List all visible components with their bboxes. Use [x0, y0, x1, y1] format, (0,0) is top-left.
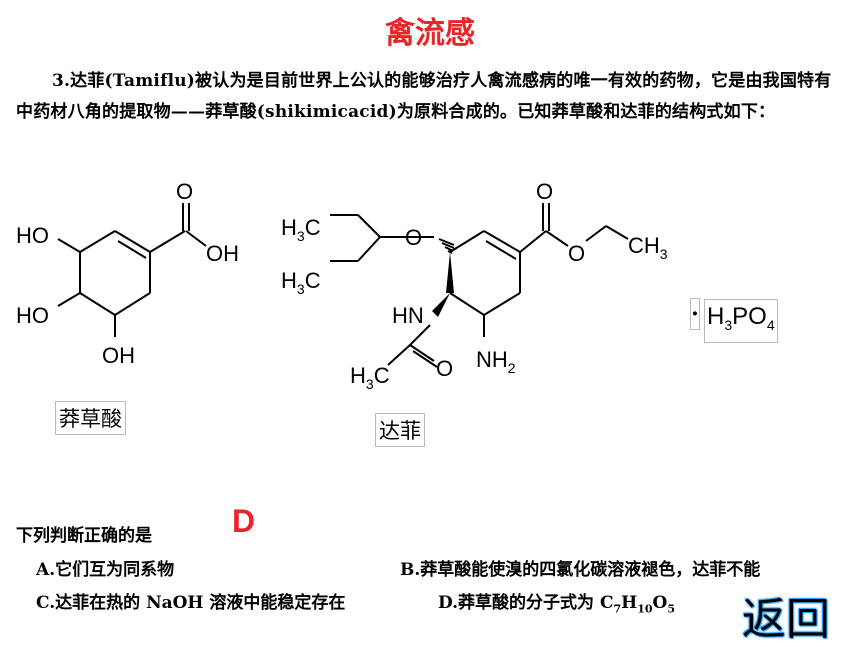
answer-letter: D	[232, 503, 256, 539]
tamiflu-ch3: CH3	[628, 233, 668, 262]
shikimic-o-carbonyl: O	[176, 179, 193, 204]
option-c: C.达菲在热的 NaOH 溶液中能稳定存在	[36, 593, 346, 613]
tamiflu-h3c-bottom: H3C	[350, 363, 390, 392]
shikimic-acid-structure: HO HO OH O OH	[10, 175, 250, 375]
shikimic-ho-top: HO	[16, 223, 49, 248]
shikimic-oh-acid: OH	[206, 241, 239, 266]
tamiflu-diagram: H3C H3C O O O CH3 HN O H3C NH2	[281, 179, 668, 392]
tamiflu-structure: H3C H3C O O O CH3 HN O H3C NH2	[270, 175, 690, 400]
tamiflu-h3c-top-h: H3C	[281, 215, 321, 244]
tamiflu-nh2: NH2	[476, 347, 516, 376]
phosphoric-acid-label: H3PO4	[704, 299, 778, 343]
option-d: D.莽草酸的分子式为 C7H10O5	[438, 593, 676, 616]
salt-dot: ·	[690, 298, 700, 330]
tamiflu-ester-o: O	[568, 241, 585, 266]
shikimic-acid-label: 莽草酸	[55, 401, 126, 435]
shikimic-oh-bottom: OH	[102, 343, 135, 368]
question-paragraph: 3.达菲(Tamiflu)被认为是目前世界上公认的能够治疗人禽流感病的唯一有效的…	[16, 71, 832, 122]
option-a: A.它们互为同系物	[36, 560, 175, 580]
shikimic-acid-diagram: HO HO OH O OH	[16, 179, 239, 368]
back-button[interactable]: 返回	[742, 594, 830, 645]
shikimic-ho-middle: HO	[16, 303, 49, 328]
tamiflu-label: 达菲	[375, 413, 425, 447]
question-prompt: 下列判断正确的是	[16, 526, 152, 546]
tamiflu-carbonyl-o: O	[536, 179, 553, 204]
page-title: 禽流感	[385, 16, 475, 51]
tamiflu-h3c-middle: H3C	[281, 268, 321, 297]
tamiflu-hn: HN	[392, 303, 424, 328]
tamiflu-amide-o: O	[436, 356, 453, 381]
option-b: B.莽草酸能使溴的四氯化碳溶液褪色，达菲不能	[400, 560, 761, 580]
tamiflu-ether-o: O	[405, 225, 422, 250]
